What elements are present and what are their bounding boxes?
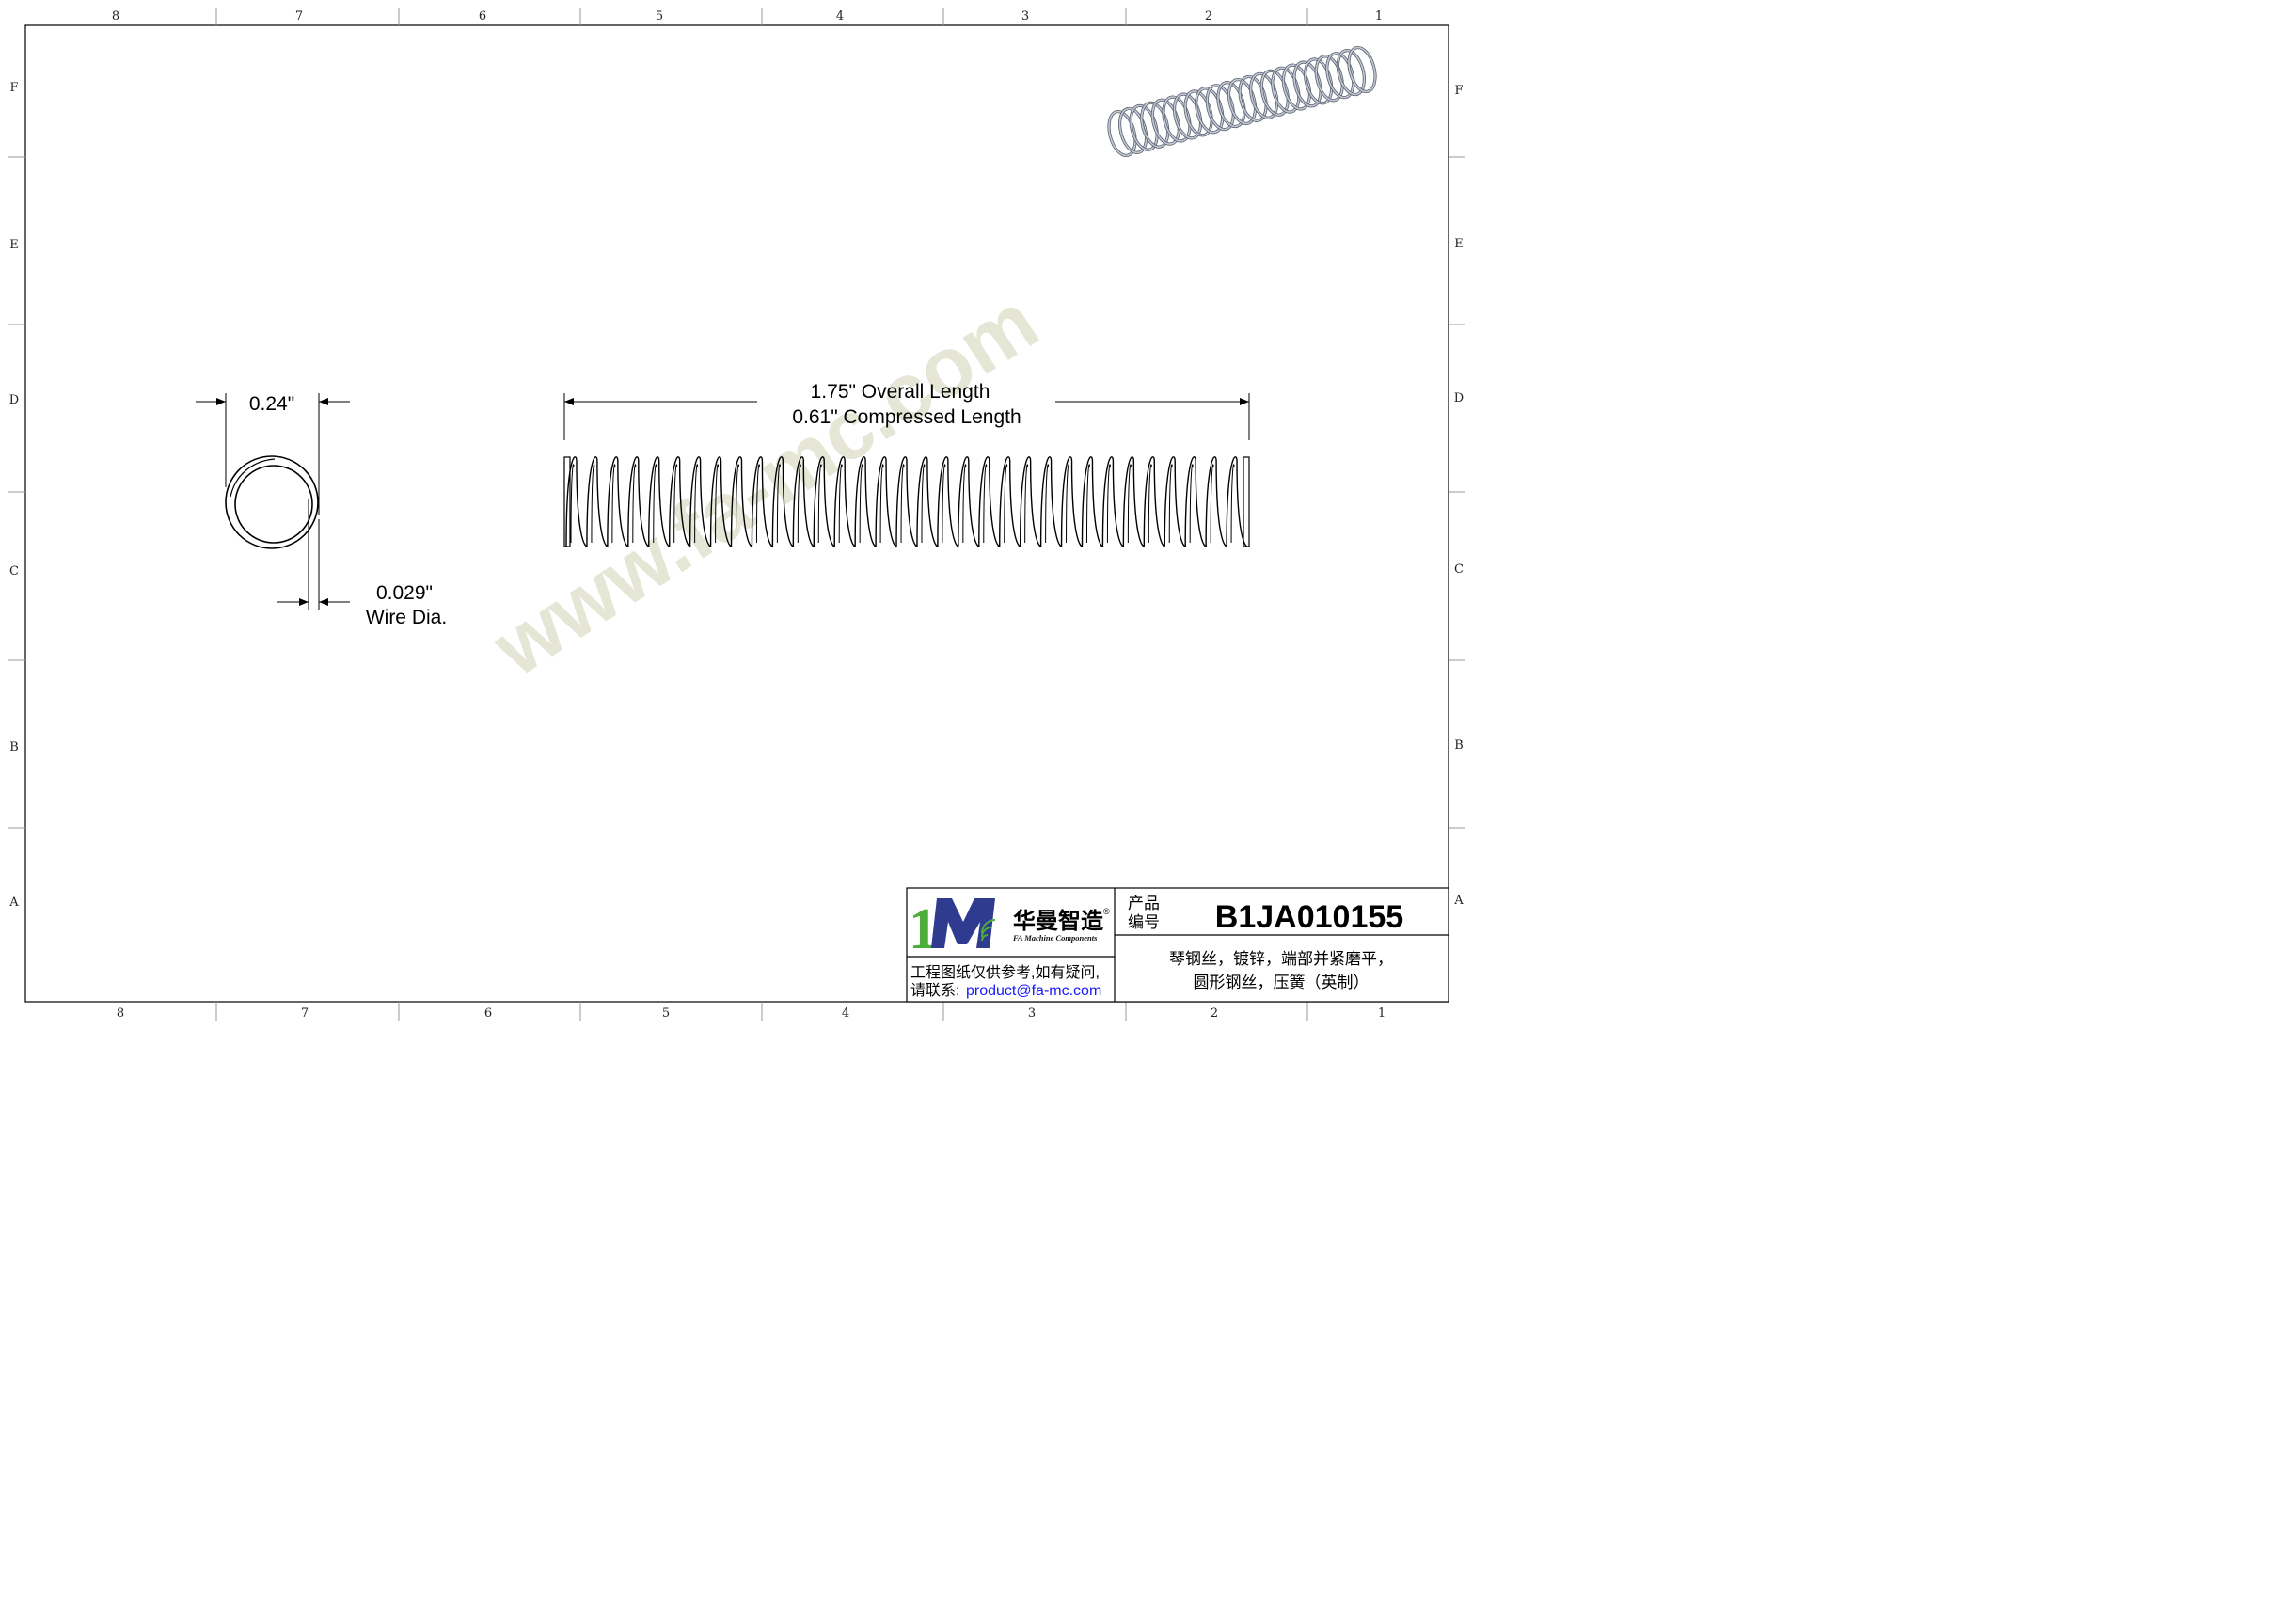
coil-turn-highlight (1304, 58, 1333, 104)
row-label: E (9, 238, 19, 252)
outer-diameter-dimension: 0.24" (249, 393, 294, 415)
logo-chinese-text: 华曼智造 (1013, 908, 1103, 934)
product-label-line2: 编号 (1128, 913, 1160, 931)
coil-turn-highlight (1206, 84, 1235, 131)
col-label: 3 (1021, 9, 1029, 24)
col-label: 1 (1378, 1006, 1386, 1021)
coil-turn-highlight (1151, 99, 1180, 145)
coil-turn-highlight (1140, 102, 1169, 148)
compressed-length-dimension: 0.61" Compressed Length (792, 406, 1021, 428)
registered-mark: ® (1103, 907, 1110, 916)
logo-english-text: FA Machine Components (1012, 933, 1098, 943)
coil-turn-highlight (1326, 52, 1354, 99)
row-label: D (1454, 391, 1464, 405)
coil-turn-highlight (1108, 110, 1136, 157)
description-line1: 琴钢丝，镀锌，端部并紧磨平， (1169, 950, 1393, 968)
sheet-frame (24, 24, 1449, 1003)
contact-label: 请联系: (910, 982, 959, 999)
col-label: 8 (117, 1006, 124, 1021)
product-label-line1: 产品 (1128, 895, 1160, 912)
coil-turn-highlight (1173, 93, 1202, 139)
ground-end (563, 456, 571, 547)
coil-inner-stroke (570, 464, 1235, 544)
col-label: 6 (479, 9, 486, 24)
col-label: 4 (836, 9, 844, 24)
coil-turn-highlight (1130, 104, 1158, 151)
row-label: D (9, 393, 19, 407)
coil-turn-highlight (1337, 49, 1366, 96)
row-label: F (9, 81, 18, 95)
col-label: 1 (1375, 9, 1383, 24)
end-view (196, 393, 350, 610)
coil-turn-highlight (1348, 46, 1376, 93)
coil-turn-highlight (1217, 81, 1245, 128)
coil-turn-highlight (1239, 75, 1267, 122)
row-label: A (8, 895, 19, 910)
coil-turn-highlight (1272, 67, 1300, 113)
row-label: B (1454, 738, 1464, 752)
col-label: 2 (1211, 1006, 1218, 1021)
part-number: B1JA010155 (1215, 899, 1403, 935)
row-label: C (1454, 562, 1464, 577)
contact-email-link[interactable]: product@fa-mc.com (966, 983, 1101, 999)
disclaimer-text: 工程图纸仅供参考,如有疑问, (910, 964, 1100, 981)
coil-turn-highlight (1184, 90, 1212, 136)
svg-text:1: 1 (909, 897, 938, 961)
coil-outer-stroke (565, 456, 1248, 547)
watermark: www.fa-mc.com (476, 274, 1053, 694)
coil-turn-highlight (1118, 107, 1148, 154)
col-label: 8 (112, 9, 119, 24)
coil-turn-highlight (1293, 61, 1322, 107)
coil-turn-highlight (1163, 96, 1191, 142)
row-label: E (1454, 237, 1464, 251)
coil-turn-highlight (1249, 72, 1278, 119)
description-line2: 圆形钢丝，压簧（英制） (1194, 974, 1370, 991)
coil-turn-highlight (1260, 70, 1290, 116)
coil-turn-highlight (1315, 55, 1344, 102)
col-label: 5 (656, 9, 663, 24)
col-label: 5 (662, 1006, 670, 1021)
spring-ring-outer (225, 455, 319, 549)
spring-ring-inner (234, 465, 313, 544)
coil-turn-highlight (1227, 78, 1257, 125)
title-block (906, 887, 1449, 1003)
col-label: 7 (295, 9, 303, 24)
col-label: 3 (1028, 1006, 1036, 1021)
row-label: A (1453, 894, 1464, 908)
side-view (563, 393, 1250, 547)
wire-diameter-value: 0.029" (376, 582, 433, 604)
col-label: 7 (301, 1006, 309, 1021)
ground-end (1243, 456, 1250, 547)
wire-diameter-label: Wire Dia. (366, 607, 447, 628)
company-logo: 1 (909, 897, 996, 961)
spring-side-profile (563, 456, 1250, 547)
row-label: C (9, 564, 19, 578)
overall-length-dimension: 1.75" Overall Length (811, 381, 990, 403)
zone-ticks (8, 8, 1465, 1021)
spring-3d-view (1107, 45, 1377, 158)
row-label: F (1454, 84, 1463, 98)
col-label: 6 (484, 1006, 492, 1021)
col-label: 2 (1205, 9, 1212, 24)
coil-turn-highlight (1282, 64, 1311, 110)
col-label: 4 (842, 1006, 849, 1021)
row-label: B (9, 740, 19, 754)
coil-turn-highlight (1195, 87, 1224, 134)
